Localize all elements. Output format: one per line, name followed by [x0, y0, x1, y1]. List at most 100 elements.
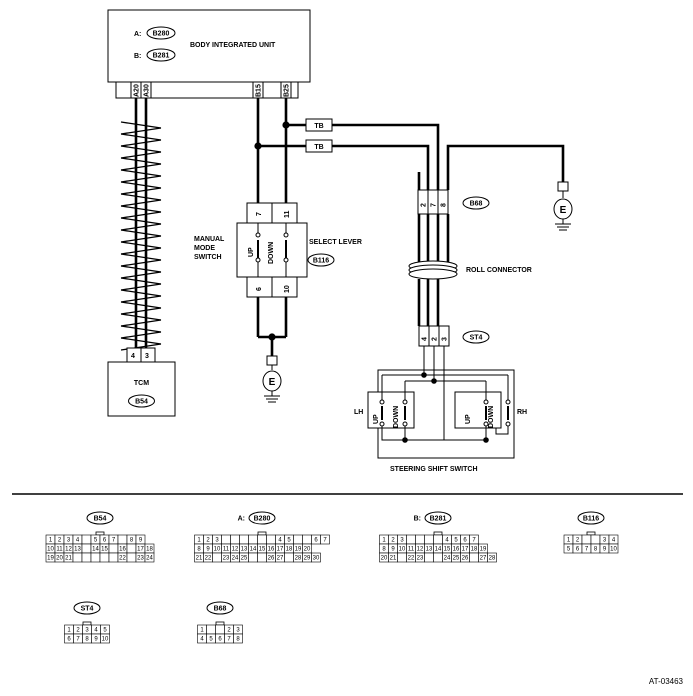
connector-pin-number: 2: [227, 628, 231, 634]
connector-pin-number: 12: [417, 547, 424, 553]
connector-cell: [100, 633, 110, 644]
twist-mark: [120, 121, 162, 129]
connector-cell: [487, 552, 497, 563]
connector-badge-outline: [73, 601, 101, 615]
twist-mark: [120, 229, 162, 237]
connector-cell: [581, 534, 592, 545]
connector-pin-number: 7: [112, 538, 116, 544]
connector-pin-number: 3: [603, 538, 607, 544]
connector-pin-number: 19: [47, 556, 54, 562]
connector-pin-number: 9: [391, 547, 395, 553]
connector-pin-number: 16: [268, 547, 275, 553]
select-pin-11: 11: [284, 210, 291, 218]
st4-connector: [418, 325, 450, 347]
connector-badge-b281: B281: [430, 516, 447, 523]
connector-pin-number: 14: [250, 547, 257, 553]
connector-pin-number: 6: [314, 538, 318, 544]
twist-mark: [120, 217, 162, 225]
twist-mark: [120, 277, 162, 285]
conn-a-prefix: A:: [134, 31, 141, 38]
twist-mark: [120, 175, 162, 183]
connector-cell: [320, 534, 330, 545]
connector-pin-number: 1: [49, 538, 53, 544]
twist-mark: [120, 163, 162, 171]
connector-cell: [144, 552, 155, 563]
connector-pin-number: 6: [576, 547, 580, 553]
connector-cell: [424, 534, 434, 545]
connector-pin-number: 22: [205, 556, 212, 562]
connector-pin-number: 4: [94, 628, 98, 634]
twist-mark: [120, 133, 162, 141]
tcm-box: [107, 361, 176, 417]
figure-id: AT-03463: [649, 677, 684, 686]
connector-pin-number: 8: [236, 637, 240, 643]
connector-pin-number: 14: [92, 547, 99, 553]
connector-pin-number: 5: [567, 547, 571, 553]
st4-pin-3: 3: [442, 337, 449, 341]
body-integrated-unit-label: BODY INTEGRATED UNIT: [190, 42, 276, 49]
connector-cell: [126, 543, 137, 554]
b68-connector: [417, 189, 449, 215]
connector-pin-number: 11: [223, 547, 230, 553]
tcm-label: TCM: [134, 380, 149, 387]
connector-cell: [311, 552, 321, 563]
connector-pin-number: 7: [227, 637, 231, 643]
connector-pin-number: 3: [67, 538, 71, 544]
junction-dot: [254, 142, 262, 150]
select-lever-body: [236, 222, 308, 278]
twist-mark: [120, 337, 162, 345]
b68-connector-area: 2 7 8 B68 E: [417, 144, 573, 264]
rh-down-label: DOWN: [488, 406, 495, 428]
twist-mark: [120, 211, 162, 219]
connector-pin-number: 13: [74, 547, 81, 553]
connector-cell: [415, 534, 425, 545]
connector-pin-number: 21: [196, 556, 203, 562]
connector-key: [433, 531, 443, 536]
twist-mark: [120, 313, 162, 321]
roll-connector: ROLL CONNECTOR: [408, 260, 532, 326]
twist-mark: [120, 157, 162, 165]
connector-pin-number: 20: [304, 547, 311, 553]
connector-cell: [433, 552, 443, 563]
st4-pin-2: 2: [432, 337, 439, 341]
pin-b15: B15: [256, 84, 263, 97]
b68-pin-7: 7: [431, 203, 438, 207]
badge-b68: B68: [470, 201, 483, 208]
connector-cell: [81, 552, 92, 563]
select-lever-wires: TB TB: [254, 98, 440, 203]
twist-mark: [120, 199, 162, 207]
connector-cell: [117, 534, 128, 545]
connector-pin-number: 7: [585, 547, 589, 553]
connector-pin-number: 8: [197, 547, 201, 553]
connector-pin-number: 9: [94, 637, 98, 643]
connector-pin-number: 5: [103, 628, 107, 634]
twist-mark: [120, 295, 162, 303]
pin-b25: B25: [284, 84, 291, 97]
connector-pin-number: 16: [453, 547, 460, 553]
connector-cell: [72, 552, 83, 563]
twist-mark: [120, 325, 162, 333]
twist-mark: [120, 235, 162, 243]
connector-pin-number: 5: [209, 637, 213, 643]
twist-mark: [120, 253, 162, 261]
connector-pin-number: 28: [489, 556, 496, 562]
tcm: 4 3 TCM B54: [107, 347, 176, 417]
tcm-pin-3: 3: [145, 353, 149, 360]
select-pin-7: 7: [256, 212, 263, 216]
twist-mark: [120, 259, 162, 267]
twist-mark: [120, 301, 162, 309]
twist-mark: [120, 283, 162, 291]
connector-cell: [433, 534, 443, 545]
twist-mark: [120, 271, 162, 279]
connector-pin-number: 7: [76, 637, 80, 643]
junction-dot: [282, 121, 290, 129]
twist-mark: [120, 307, 162, 315]
connector-prefix: A:: [238, 516, 245, 523]
connector-pin-number: 20: [56, 556, 63, 562]
connector-pin-number: 4: [76, 538, 80, 544]
